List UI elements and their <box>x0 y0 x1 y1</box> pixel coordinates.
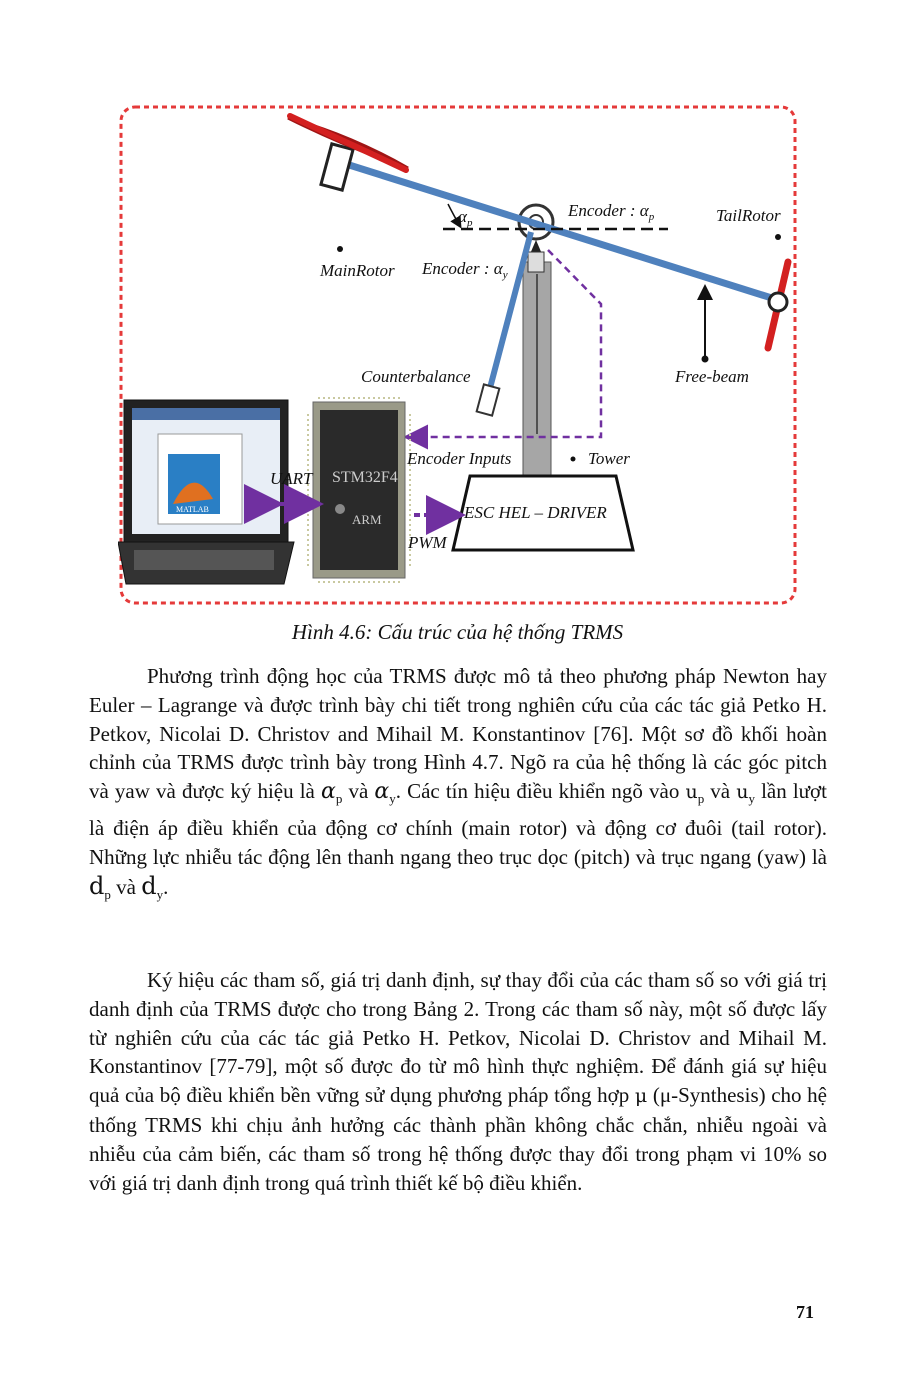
encoder-p-label: Encoder : αp <box>568 201 655 223</box>
matlab-label: MATLAB <box>176 505 209 514</box>
stm32-chip <box>307 397 411 583</box>
trms-diagram <box>118 105 797 605</box>
trms-figure: Encoder : αp αp Encoder : αy TailRotor M… <box>118 104 798 606</box>
counterbalance-arm <box>487 231 534 389</box>
pwm-label: PWM <box>408 533 447 552</box>
free-beam <box>344 160 780 304</box>
free-beam-label: Free-beam <box>675 367 749 386</box>
encoder-y-label: Encoder : αy <box>422 259 508 281</box>
main-rotor-label: MainRotor <box>320 261 395 280</box>
arm-label: ARM <box>352 512 382 527</box>
counterbalance-label: Counterbalance <box>361 367 471 386</box>
encoder-inputs-label: Encoder Inputs <box>407 449 512 468</box>
paragraph-2: Ký hiệu các tham số, giá trị danh định, … <box>89 968 827 1195</box>
tail-rotor-label: TailRotor <box>716 206 781 225</box>
page-number: 71 <box>796 1302 814 1322</box>
laptop <box>118 399 295 585</box>
main-rotor-motor <box>319 142 355 192</box>
tail-rotor-hub <box>767 291 789 313</box>
alpha-p-label: αp <box>458 207 473 229</box>
chip-label: STM32F4 <box>332 469 398 486</box>
figure-caption: Hình 4.6: Cấu trúc của hệ thống TRMS <box>291 620 624 644</box>
figure-border <box>119 105 797 605</box>
paragraph-1: Phương trình động học của TRMS được mô t… <box>89 664 827 902</box>
tower-label: Tower <box>588 449 630 468</box>
counterbalance <box>475 383 501 417</box>
esc-label: ESC HEL – DRIVER <box>464 503 607 522</box>
uart-label: UART <box>270 469 313 488</box>
